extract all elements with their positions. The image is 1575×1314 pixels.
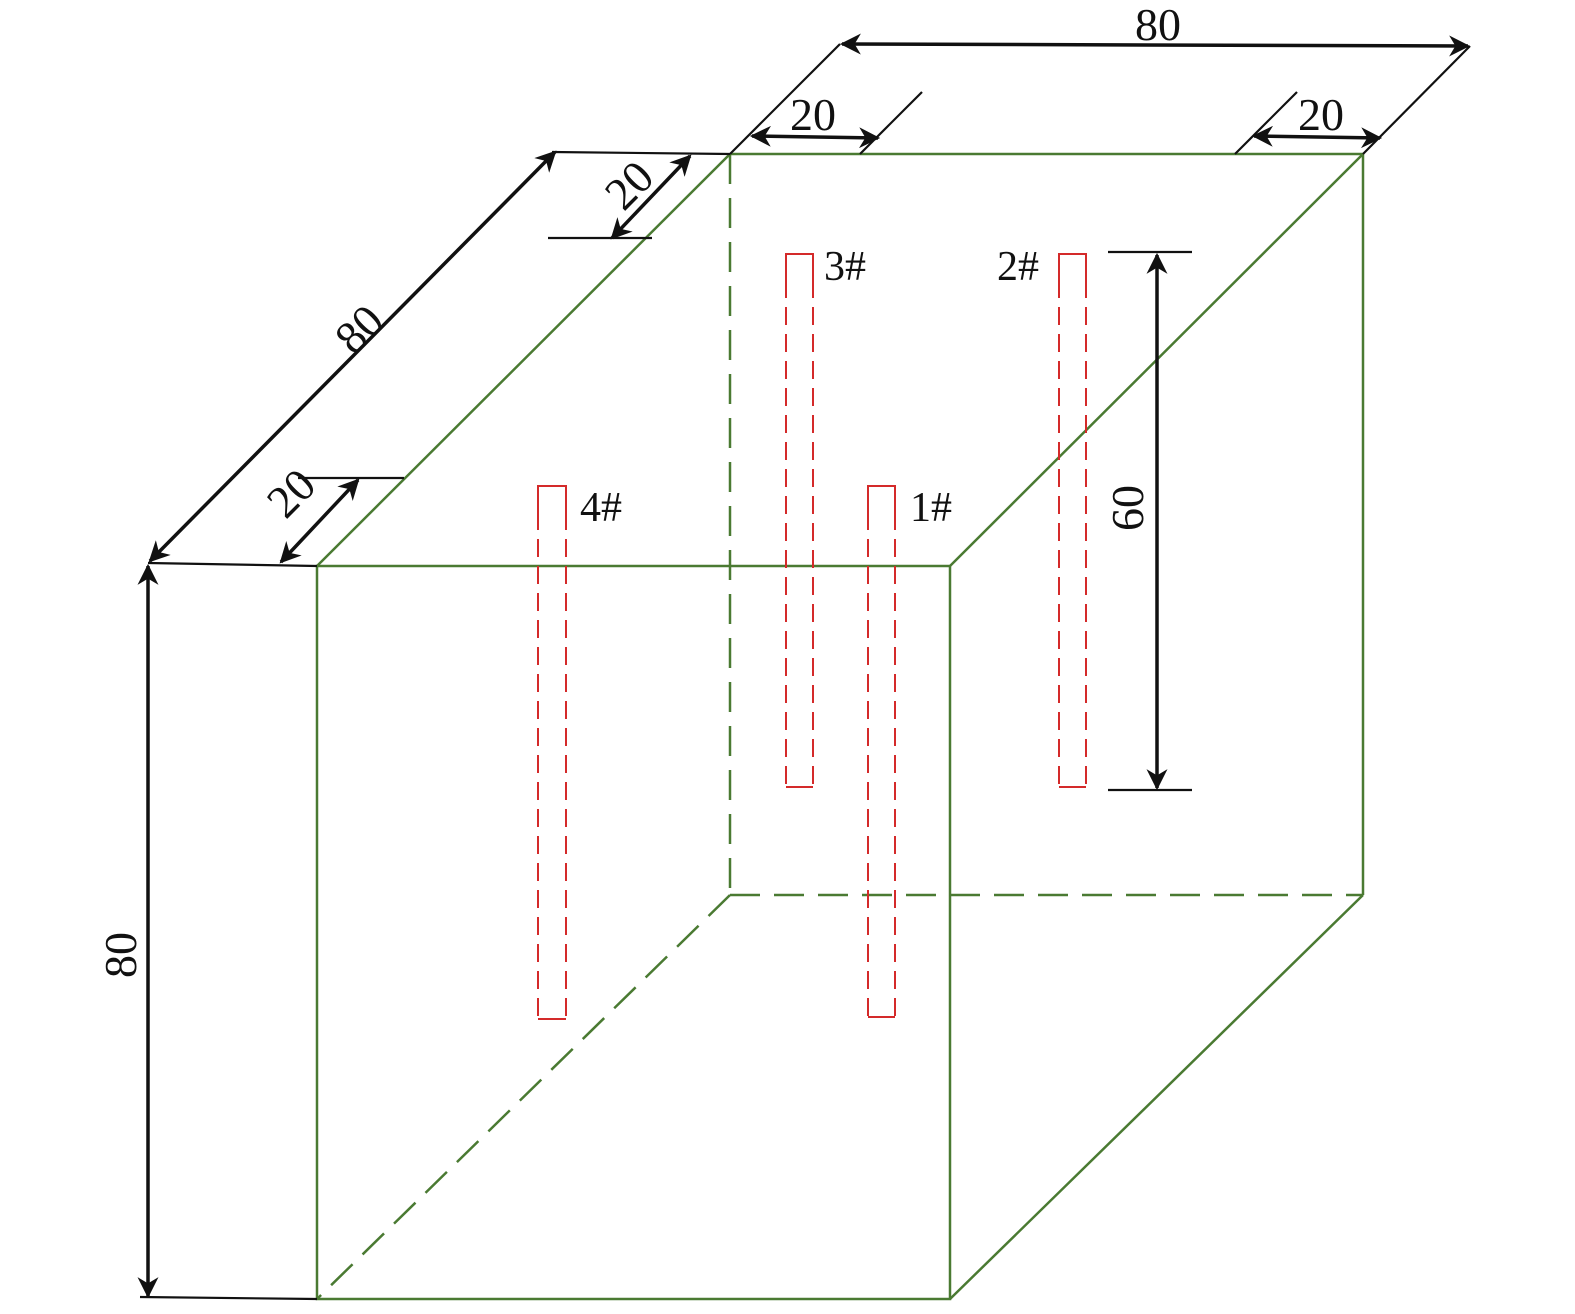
- cube-hidden-edges: [316, 154, 1363, 1300]
- hole-3: 3#: [785, 244, 866, 788]
- hole-3-label: 3#: [824, 244, 866, 290]
- hole-2: 2#: [997, 244, 1087, 788]
- cube-top-left-edge: [316, 153, 731, 567]
- dimension-hole-length: 60: [1102, 250, 1192, 792]
- dimension-top-right-offset-label: 20: [1298, 89, 1344, 140]
- dimension-height-label: 80: [95, 932, 146, 978]
- dimension-depth: 80: [147, 150, 731, 568]
- dimension-top-left-offset-label: 20: [790, 89, 836, 140]
- dimension-depth-back-offset: 20: [548, 151, 692, 240]
- hole-4-label: 4#: [580, 485, 622, 531]
- cube-front-face: [315, 564, 952, 1301]
- dimension-depth-front-offset-label: 20: [257, 459, 326, 528]
- dimension-height: 80: [95, 563, 318, 1301]
- cube-bottom-right-edge: [949, 894, 1364, 1300]
- hole-1: 1#: [867, 485, 952, 1018]
- hole-1-label: 1#: [910, 485, 952, 531]
- dimension-depth-label: 80: [325, 295, 394, 364]
- dimension-top-width: 80: [729, 0, 1471, 155]
- dimension-top-right-offset: 20: [1234, 89, 1383, 155]
- dimension-depth-front-offset: 20: [257, 459, 404, 564]
- cube-hidden-bottom-left-edge: [316, 894, 731, 1300]
- cube-visible-edges: [315, 152, 1365, 1301]
- dimension-depth-back-offset-label: 20: [595, 151, 664, 220]
- dimension-hole-length-label: 60: [1102, 485, 1153, 531]
- hole-2-label: 2#: [997, 244, 1039, 290]
- dimension-top-left-offset: 20: [749, 89, 923, 155]
- dimension-top-width-label: 80: [1135, 0, 1181, 50]
